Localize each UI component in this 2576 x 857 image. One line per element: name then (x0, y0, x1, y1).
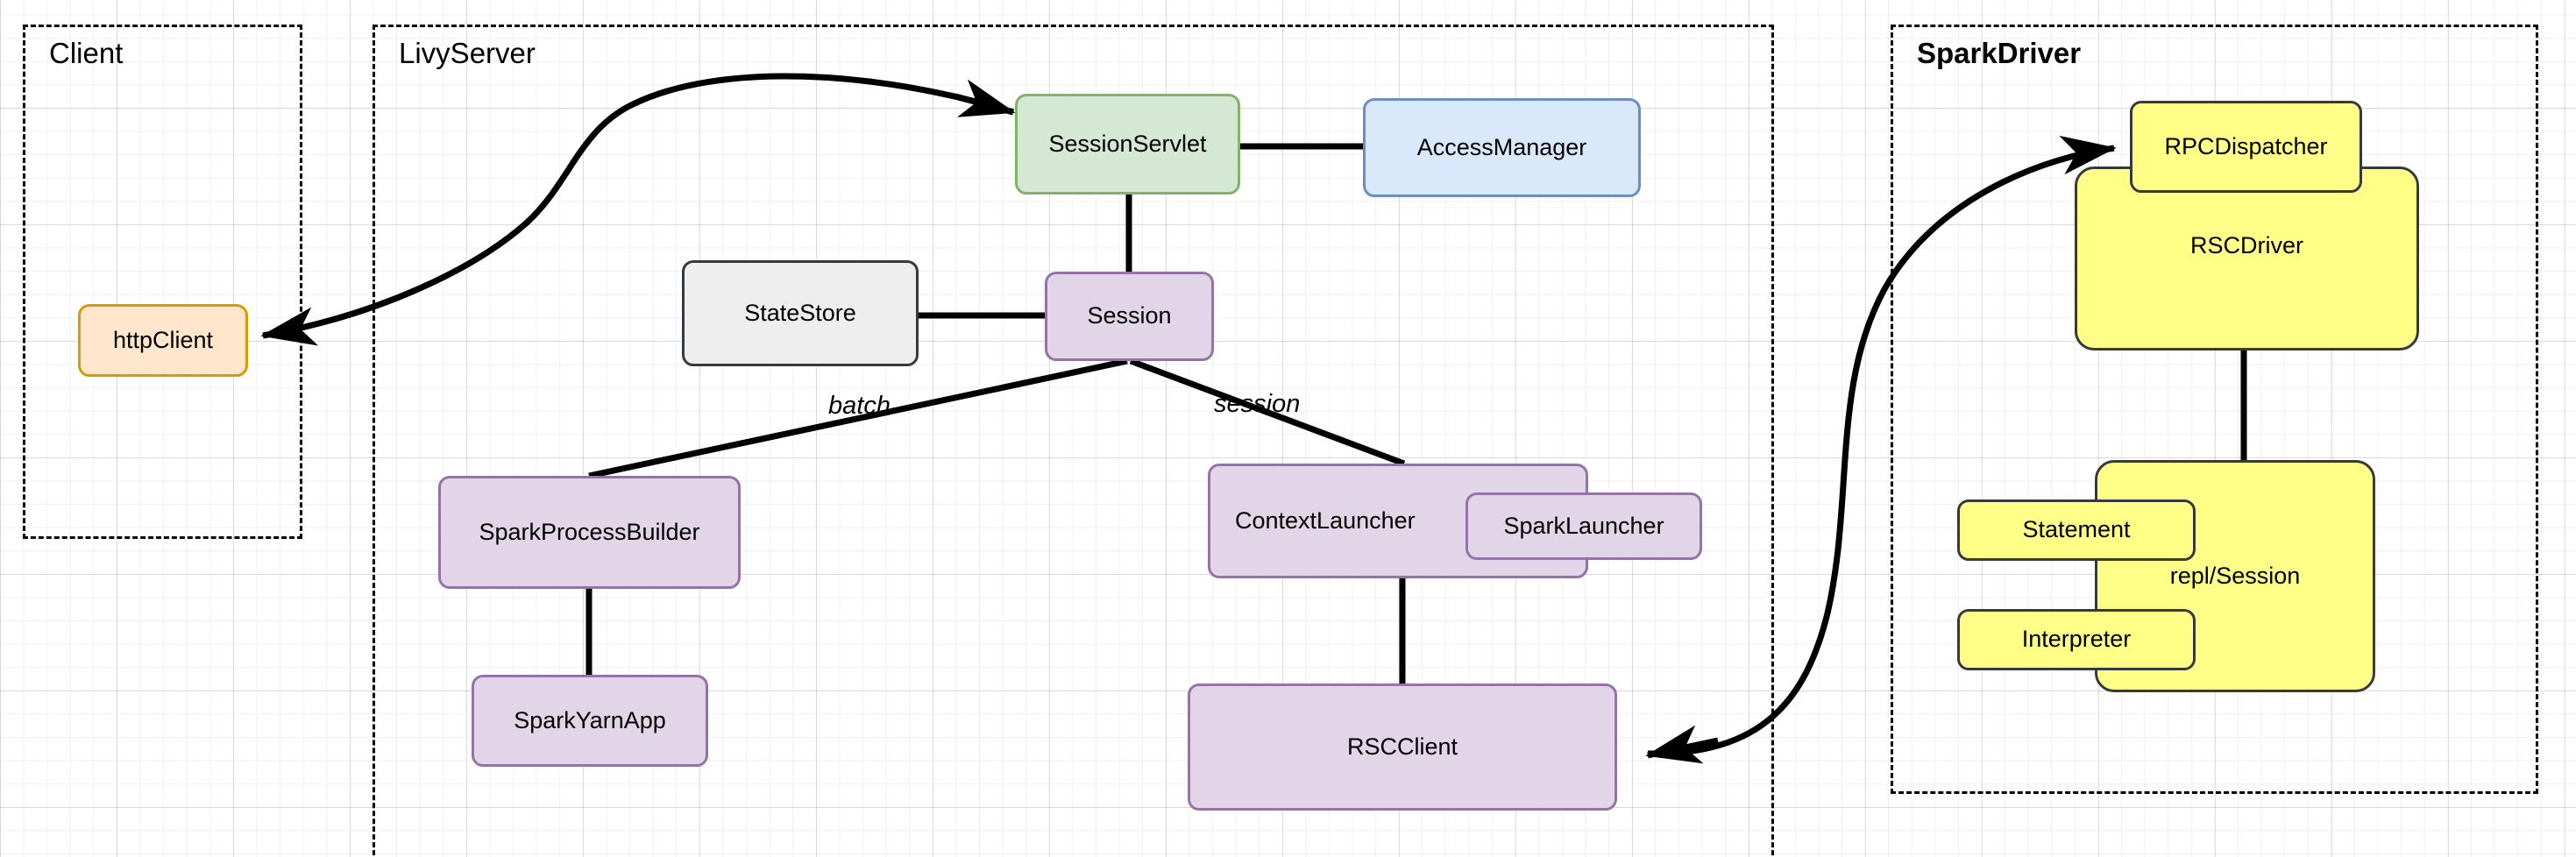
node-httpclient-label: httpClient (112, 326, 214, 353)
edge-httpclient-sessionservlet (260, 73, 1015, 346)
node-statestore[interactable]: StateStore (682, 260, 919, 366)
node-statement-label: Statement (2022, 516, 2131, 543)
node-rpcdispatcher-label: RPCDispatcher (2164, 132, 2328, 159)
node-rscclient-label: RSCClient (1346, 733, 1458, 760)
edge-session-sparkprocessbuilder (588, 358, 1128, 479)
node-sparklauncher-label: SparkLauncher (1503, 512, 1664, 539)
node-rscdriver[interactable]: RSCDriver (2075, 166, 2419, 351)
node-rscdriver-label: RSCDriver (2189, 232, 2303, 259)
node-rscclient[interactable]: RSCClient (1188, 683, 1617, 811)
node-interpreter-label: Interpreter (2021, 626, 2132, 653)
node-statement[interactable]: Statement (1957, 499, 2196, 561)
node-rpcdispatcher[interactable]: RPCDispatcher (2130, 101, 2362, 193)
group-sparkdriver-title: SparkDriver (1917, 37, 2082, 69)
group-client (23, 25, 302, 539)
node-sparkyarnapp[interactable]: SparkYarnApp (472, 675, 708, 767)
node-sparkprocessbuilder-label: SparkProcessBuilder (479, 518, 700, 545)
node-interpreter[interactable]: Interpreter (1957, 609, 2196, 670)
node-contextlauncher-label: ContextLauncher (1235, 506, 1416, 534)
node-accessmanager-label: AccessManager (1416, 133, 1587, 160)
edge-session-contextlauncher (1129, 358, 1406, 467)
group-client-title: Client (49, 37, 124, 69)
node-accessmanager[interactable]: AccessManager (1363, 98, 1641, 197)
edge-rpcdispatcher-rscclient-head (1645, 725, 1719, 764)
node-sparkprocessbuilder[interactable]: SparkProcessBuilder (438, 476, 741, 589)
node-httpclient[interactable]: httpClient (78, 304, 248, 377)
node-session[interactable]: Session (1045, 272, 1214, 361)
node-replsession-label: repl/Session (2169, 562, 2301, 589)
node-sparklauncher[interactable]: SparkLauncher (1465, 492, 1702, 560)
edge-label-batch: batch (828, 392, 891, 420)
group-sparkdriver (1891, 25, 2538, 794)
node-sessionservlet-label: SessionServlet (1048, 130, 1207, 157)
group-livyserver (373, 25, 1774, 857)
node-sessionservlet[interactable]: SessionServlet (1015, 94, 1240, 195)
edge-rscclient-rpcdispatcher (1647, 135, 2117, 757)
edge-httpclient-sessionservlet-head (954, 79, 1016, 117)
node-session-label: Session (1087, 302, 1172, 329)
edge-label-session: session (1214, 390, 1301, 418)
node-sparkyarnapp-label: SparkYarnApp (514, 706, 666, 733)
group-livyserver-title: LivyServer (399, 37, 536, 69)
node-statestore-label: StateStore (744, 299, 856, 326)
